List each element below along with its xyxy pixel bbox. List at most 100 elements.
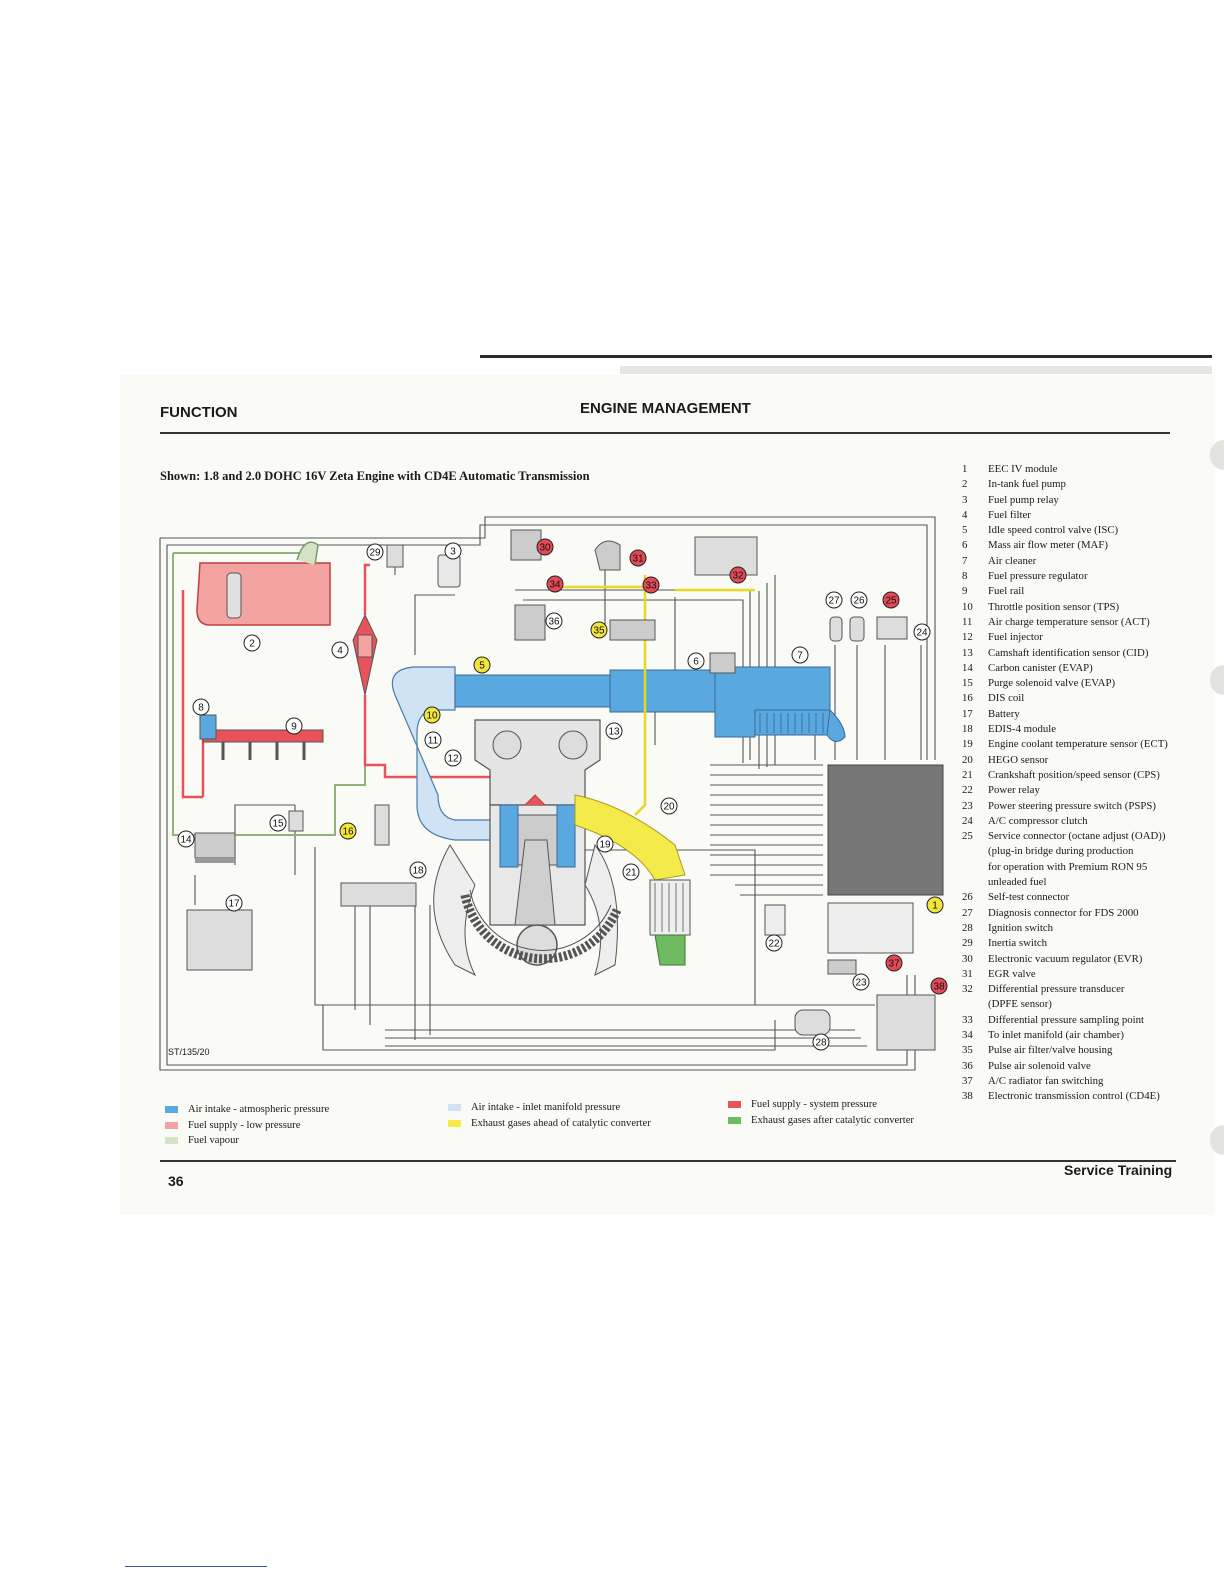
callout-marker-23 [852, 973, 870, 991]
legend-swatch [448, 1119, 461, 1127]
part-list-item: 35 Pulse air filter/valve housing [962, 1043, 1192, 1058]
callout-label-7: 7 [797, 651, 803, 662]
part-number [962, 997, 988, 1012]
callout-label-6: 6 [693, 657, 699, 668]
part-description: Electronic vacuum regulator (EVR) [988, 952, 1143, 965]
part-description: Power steering pressure switch (PSPS) [988, 799, 1156, 812]
part-description: Fuel injector [988, 631, 1043, 644]
part-number: 13 [962, 646, 973, 659]
part-number: 31 [962, 967, 973, 980]
part-description: A/C compressor clutch [988, 814, 1088, 827]
part-number [962, 860, 988, 875]
callout-label-19: 19 [599, 840, 611, 851]
part-description: unleaded fuel [988, 876, 1047, 889]
legend-column-1: Air intake - atmospheric pressure Fuel s… [165, 1102, 329, 1149]
part-list-item: 25 Service connector (octane adjust (OAD)… [962, 829, 1192, 844]
part-description: To inlet manifold (air chamber) [988, 1028, 1124, 1041]
callout-label-15: 15 [272, 819, 284, 830]
callout-marker-28 [812, 1033, 830, 1051]
part-number: 35 [962, 1044, 973, 1057]
part-number: 26 [962, 891, 973, 904]
page-edge-shadow [620, 366, 1212, 374]
callout-marker-21 [622, 863, 640, 881]
binder-tab [1210, 665, 1224, 695]
callout-marker-3 [444, 542, 462, 560]
page-title: ENGINE MANAGEMENT [580, 400, 751, 417]
callout-marker-35 [590, 621, 608, 639]
callout-label-34: 34 [549, 580, 561, 591]
part-description: Inertia switch [988, 937, 1048, 950]
part-number: 38 [962, 1090, 973, 1103]
callout-marker-7 [791, 646, 809, 664]
part-list-item: 6 Mass air flow meter (MAF) [962, 538, 1192, 553]
flywheel [460, 889, 622, 964]
engine-block [433, 719, 618, 977]
part-number: 16 [962, 692, 973, 705]
callout-marker-18 [409, 861, 427, 879]
callout-label-13: 13 [608, 727, 620, 738]
part-description: Camshaft identification sensor (CID) [988, 646, 1149, 659]
callout-marker-36 [545, 612, 563, 630]
part-number: 30 [962, 952, 973, 965]
callout-marker-11 [424, 731, 442, 749]
part-number: 32 [962, 983, 973, 996]
callout-marker-33 [642, 576, 660, 594]
callout-label-31: 31 [632, 554, 644, 565]
part-list-item: 13 Camshaft identification sensor (CID) [962, 646, 1192, 661]
part-description: Ignition switch [988, 921, 1054, 934]
callout-label-30: 30 [539, 543, 551, 554]
callout-marker-29 [366, 543, 384, 561]
part-description: EEC IV module [988, 463, 1058, 475]
fuel-filter [352, 613, 378, 696]
callout-marker-25 [882, 591, 900, 609]
drawing-code: ST/135/20 [168, 1047, 210, 1057]
part-number: 8 [962, 570, 968, 583]
header-rule [160, 432, 1170, 434]
part-list-item: (DPFE sensor) [962, 997, 1192, 1012]
part-number: 2 [962, 478, 968, 491]
part-number: 17 [962, 707, 973, 720]
callout-marker-32 [729, 566, 747, 584]
part-number: 18 [962, 723, 973, 736]
legend-swatch [165, 1137, 178, 1145]
part-number: 25 [962, 830, 973, 843]
part-list-item: (plug-in bridge during production [962, 844, 1192, 859]
part-description: Throttle position sensor (TPS) [988, 600, 1120, 613]
legend-item: Air intake - inlet manifold pressure [448, 1100, 651, 1116]
part-description: Service connector (octane adjust (OAD)) [988, 830, 1166, 843]
part-number: 6 [962, 539, 968, 552]
callout-marker-2 [243, 634, 261, 652]
legend-label: Fuel vapour [188, 1135, 239, 1146]
part-number: 23 [962, 799, 973, 812]
part-description: Crankshaft position/speed sensor (CPS) [988, 768, 1160, 781]
callout-label-18: 18 [412, 866, 424, 877]
part-description: Mass air flow meter (MAF) [988, 539, 1108, 552]
legend-item: Fuel supply - system pressure [728, 1097, 914, 1113]
part-description: In-tank fuel pump [988, 478, 1066, 491]
part-description: (plug-in bridge during production [988, 845, 1134, 858]
callout-label-36: 36 [548, 617, 560, 628]
legend-swatch [165, 1121, 178, 1129]
callout-marker-4 [331, 641, 349, 659]
callout-marker-26 [850, 591, 868, 609]
part-description: Differential pressure transducer [988, 983, 1125, 996]
part-description: (DPFE sensor) [988, 998, 1052, 1011]
part-description: Pulse air filter/valve housing [988, 1044, 1113, 1057]
callout-label-11: 11 [428, 736, 439, 747]
part-list-item: 2 In-tank fuel pump [962, 477, 1192, 492]
legend-item: Exhaust gases after catalytic converter [728, 1113, 914, 1129]
callout-label-10: 10 [426, 711, 438, 722]
